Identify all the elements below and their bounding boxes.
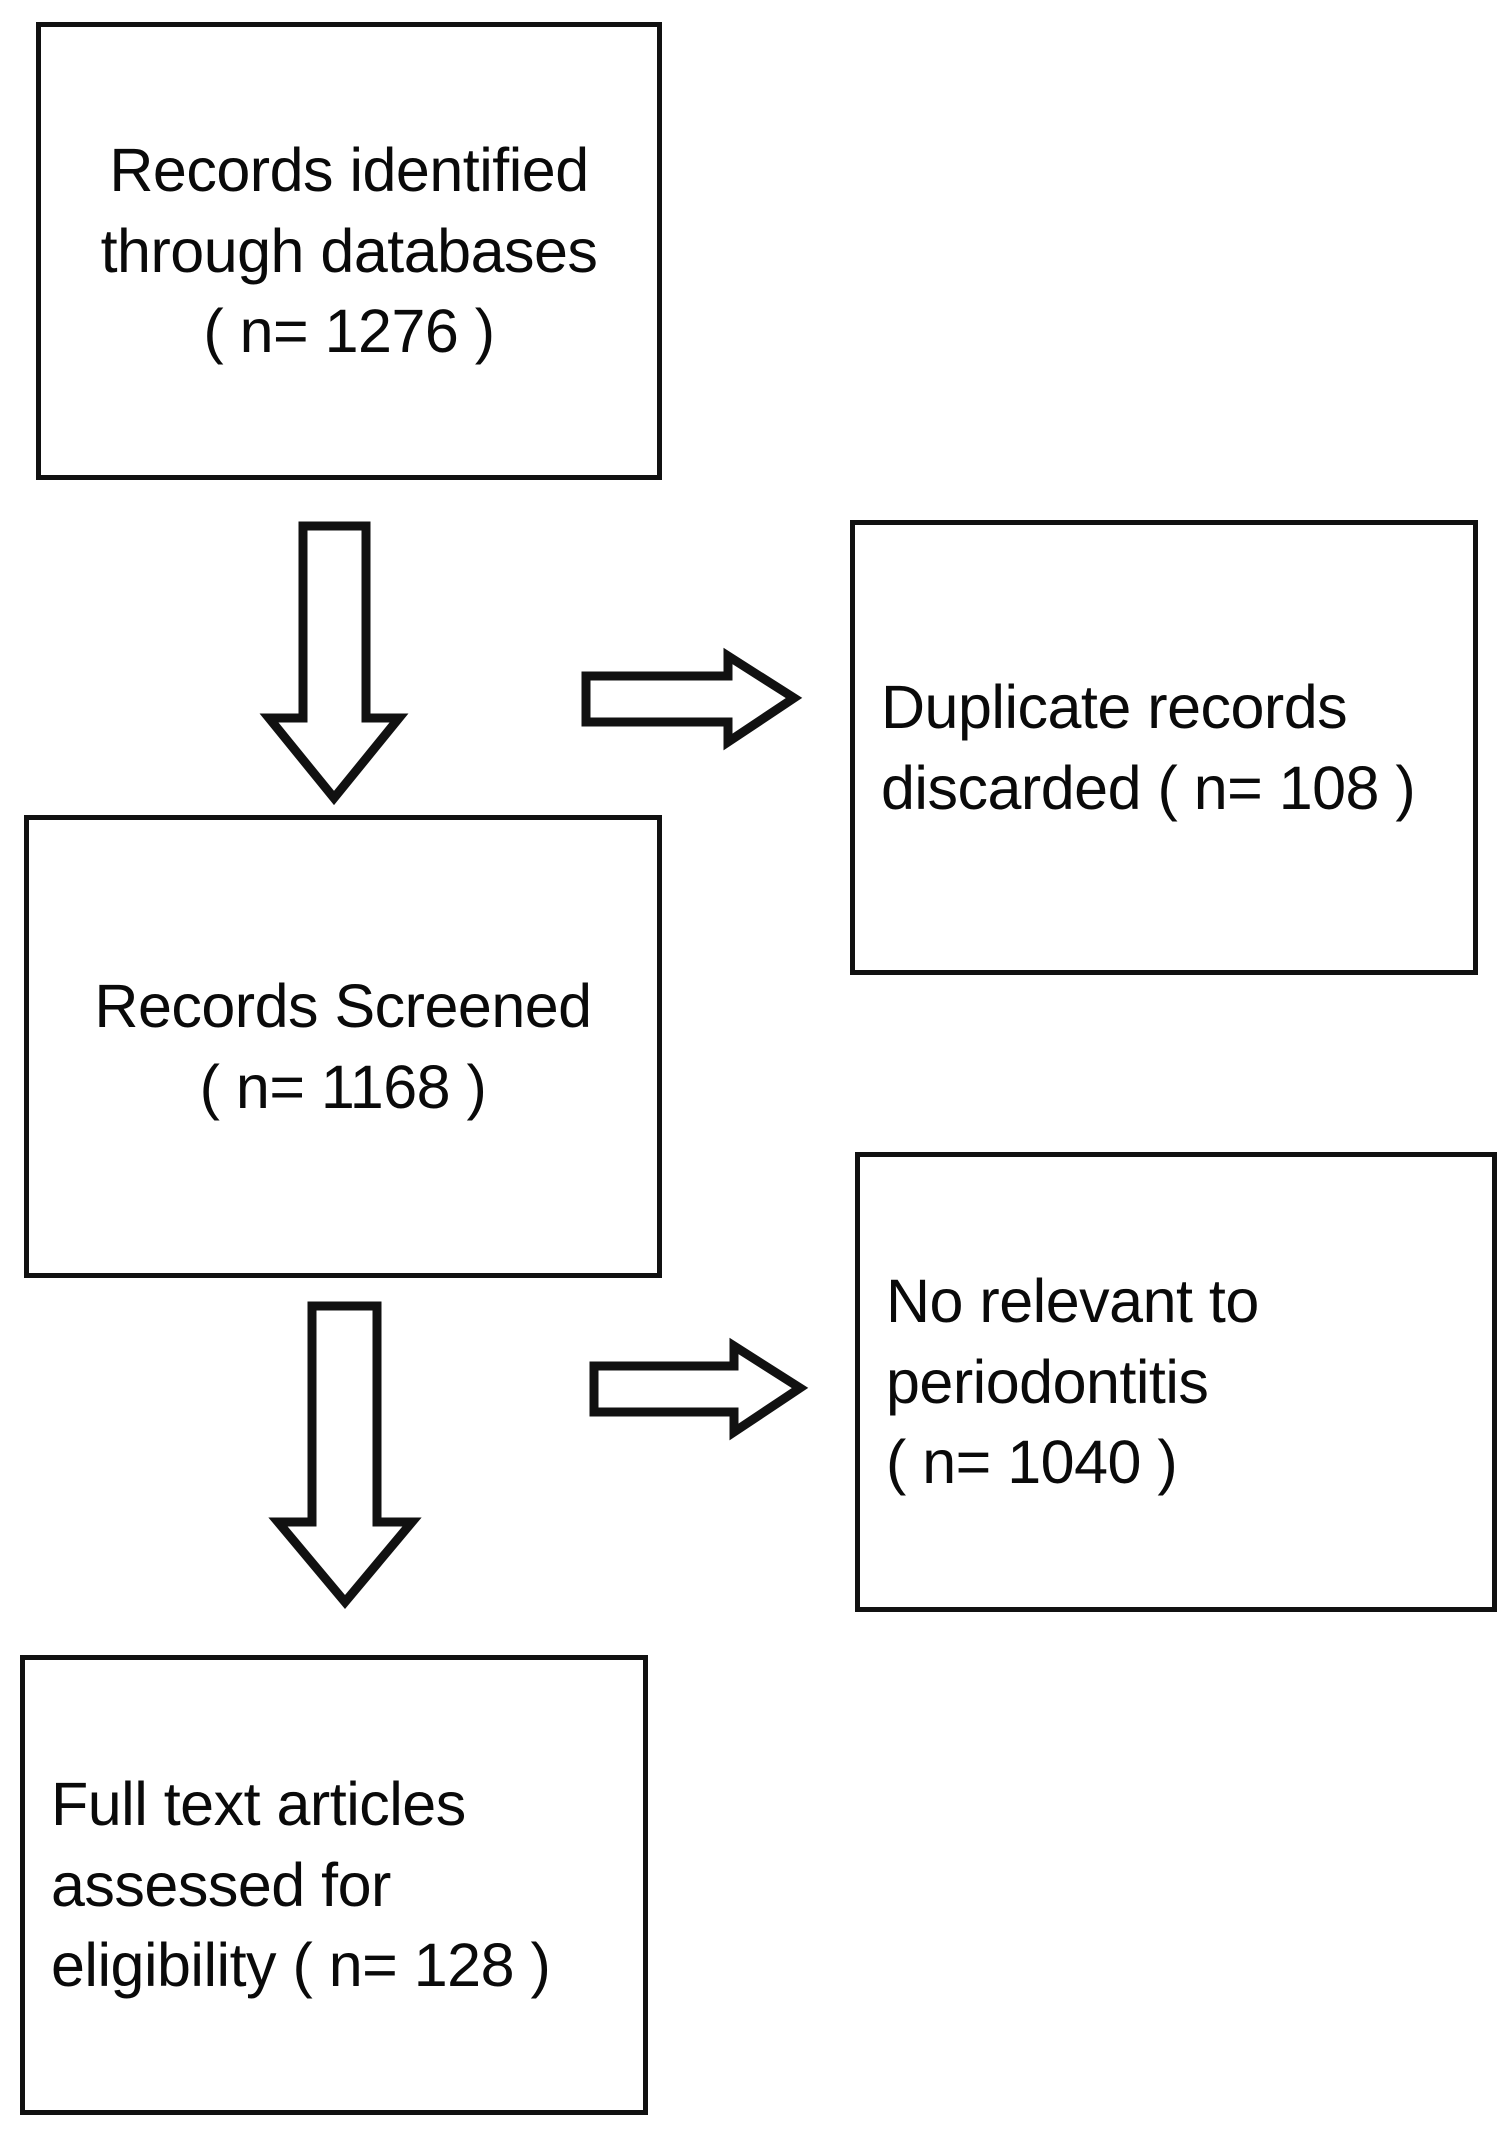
arrow-right-screened-to-not-relevant [589,1337,809,1441]
box-full-text-articles-text: Full text articles assessed for eligibil… [51,1770,551,2000]
arrow-down-icon [268,1301,422,1610]
arrow-right-icon [581,647,803,751]
arrow-right-icon [589,1337,809,1441]
box-records-identified: Records identified through databases ( n… [36,22,662,480]
box-not-relevant-to-periodontitis: No relevant to periodontitis ( n= 1040 ) [855,1152,1497,1612]
box-duplicate-records-text: Duplicate records discarded ( n= 108 ) [881,672,1416,822]
box-records-identified-text: Records identified through databases ( n… [100,136,598,366]
box-not-relevant-text: No relevant to periodontitis ( n= 1040 ) [886,1267,1259,1497]
box-records-screened: Records Screened ( n= 1168 ) [24,815,662,1278]
arrow-down-screened-to-fulltext [268,1301,422,1610]
box-full-text-articles: Full text articles assessed for eligibil… [20,1655,648,2115]
box-records-screened-text: Records Screened ( n= 1168 ) [94,971,592,1121]
arrow-down-icon [259,521,409,806]
arrow-right-identified-to-duplicates [581,647,803,751]
box-duplicate-records: Duplicate records discarded ( n= 108 ) [850,520,1478,975]
arrow-down-identified-to-screened [259,521,409,806]
